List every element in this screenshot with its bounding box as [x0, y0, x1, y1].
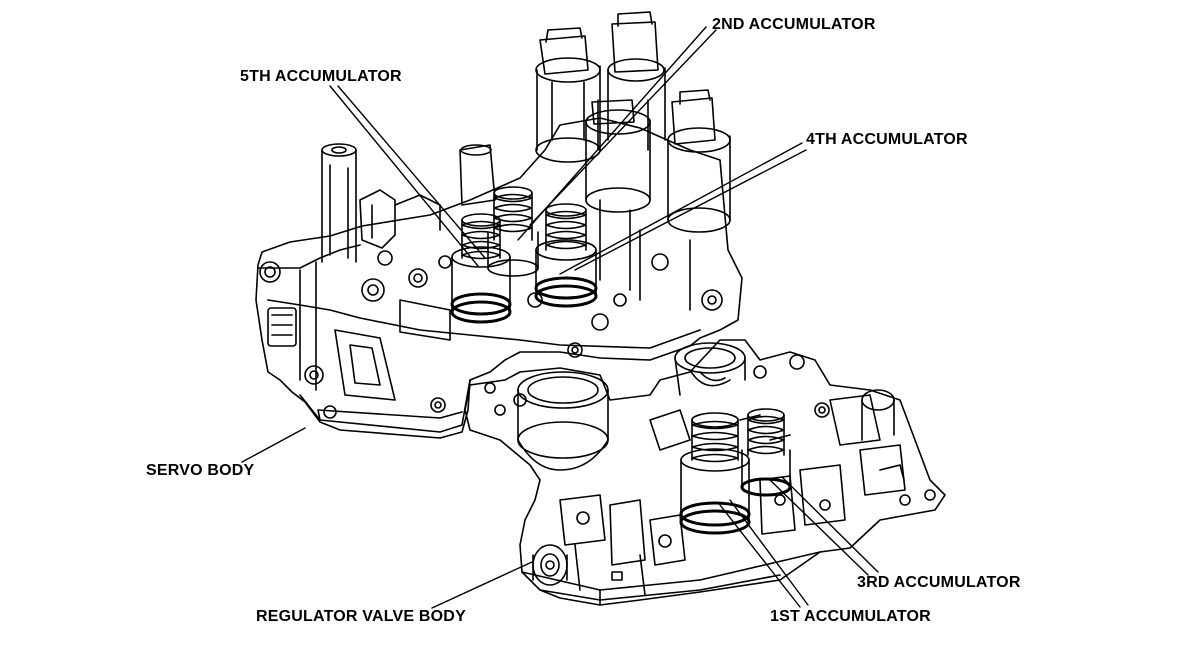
- leader-5th-accumulator: [330, 86, 478, 266]
- leader-3rd-accumulator: [770, 480, 868, 575]
- leader-1st-accumulator: [720, 505, 800, 607]
- leader-4th-accumulator-b: [575, 150, 806, 270]
- accumulator-4th: [536, 204, 596, 306]
- accumulator-1st: [681, 413, 749, 533]
- leader-5th-accumulator-b: [338, 86, 485, 258]
- label-servo-body: SERVO BODY: [146, 462, 255, 479]
- label-3rd-accumulator: 3RD ACCUMULATOR: [857, 574, 1021, 591]
- accumulator-3rd: [742, 409, 790, 495]
- label-1st-accumulator: 1ST ACCUMULATOR: [770, 608, 931, 625]
- servo-body-part: [256, 12, 742, 438]
- leader-servo-body: [242, 428, 305, 462]
- leader-3rd-accumulator-b: [782, 477, 878, 572]
- leader-1st-accumulator-b: [730, 500, 808, 605]
- label-regulator-valve-body: REGULATOR VALVE BODY: [256, 608, 466, 625]
- leader-4th-accumulator: [560, 143, 802, 274]
- leader-2nd-accumulator-b: [530, 30, 716, 225]
- leader-lines: [242, 27, 878, 608]
- accumulator-2nd: [488, 187, 538, 276]
- regulator-valve-body-part: [465, 340, 945, 605]
- label-4th-accumulator: 4TH ACCUMULATOR: [806, 131, 968, 148]
- label-2nd-accumulator: 2ND ACCUMULATOR: [712, 16, 876, 33]
- label-5th-accumulator: 5TH ACCUMULATOR: [240, 68, 402, 85]
- leader-regulator-valve-body: [432, 562, 532, 608]
